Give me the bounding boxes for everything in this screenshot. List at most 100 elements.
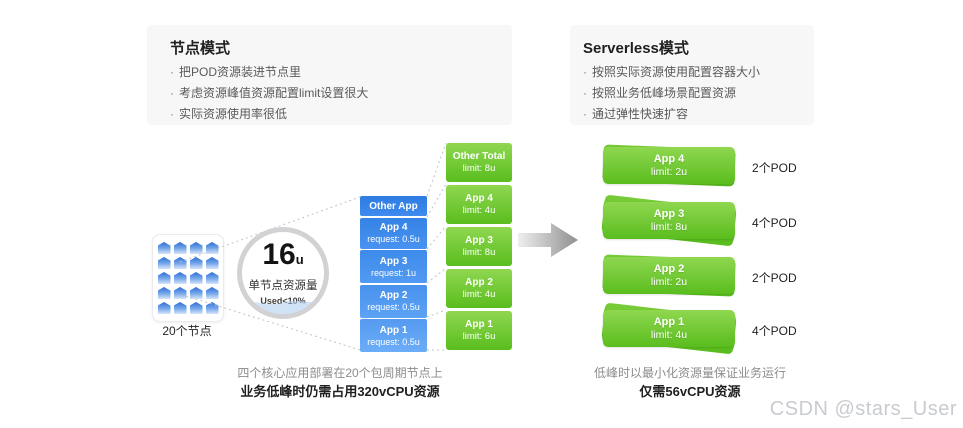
request-box: Other App (360, 196, 427, 216)
node-hexagon-icon (189, 302, 203, 314)
request-box-title: Other App (369, 200, 418, 212)
node-hexagon-icon (157, 242, 171, 254)
node-hexagon-icon (173, 242, 187, 254)
bullet-item: 考虑资源峰值资源配置limit设置很大 (170, 87, 512, 100)
bullet-item: 实际资源使用率很低 (170, 108, 512, 121)
serverless-caption-line2: 仅需56vCPU资源 (639, 384, 741, 399)
node-mode-bullet-list: 把POD资源装进节点里考虑资源峰值资源配置limit设置很大实际资源使用率很低 (170, 66, 512, 121)
node-resource-gauge: 16u 单节点资源量 Used<10% (237, 227, 329, 319)
request-box-subtitle: request: 0.5u (367, 336, 420, 347)
bullet-item: 通过弹性快速扩容 (583, 108, 814, 121)
node-hexagon-icon (173, 302, 187, 314)
limit-box-title: App 4 (465, 193, 493, 204)
limit-box-title: App 1 (465, 319, 493, 330)
gauge-number: 16 (262, 238, 296, 271)
pod-card-subtitle: limit: 2u (650, 166, 688, 178)
pod-card-title: App 4 (653, 153, 685, 165)
node-hexagon-icon (157, 287, 171, 299)
limit-box-subtitle: limit: 8u (462, 247, 496, 258)
request-box-subtitle: request: 1u (370, 267, 417, 278)
limit-box-subtitle: limit: 4u (462, 205, 496, 216)
node-count-label: 20个节点 (162, 324, 212, 338)
limit-box-title: Other Total (452, 151, 506, 162)
request-box-subtitle: request: 0.5u (367, 234, 420, 244)
serverless-mode-title: Serverless模式 (583, 40, 689, 57)
node-hexagon-icon (205, 287, 219, 299)
node-caption-line2: 业务低峰时仍需占用320vCPU资源 (240, 384, 440, 399)
pod-count-label: 2个POD (752, 271, 797, 285)
node-hexagon-icon (157, 302, 171, 314)
limit-box-title: App 3 (465, 235, 493, 246)
pod-card-title: App 3 (653, 208, 685, 220)
pod-card-title: App 2 (653, 263, 685, 275)
limit-box-title: App 2 (465, 277, 493, 288)
node-hexagon-icon (189, 257, 203, 269)
node-hexagon-icon (205, 242, 219, 254)
pod-card-subtitle: limit: 8u (650, 221, 688, 233)
node-hexagon-icon (189, 272, 203, 284)
limit-box-subtitle: limit: 6u (462, 331, 496, 342)
pod-count-label: 2个POD (752, 161, 797, 175)
serverless-caption-line1: 低峰时以最小化资源量保证业务运行 (593, 366, 786, 380)
gauge-value: 16u (242, 240, 324, 275)
water-wave-icon (242, 300, 324, 314)
limit-box-subtitle: limit: 4u (462, 289, 496, 300)
bullet-item: 按照业务低峰场景配置资源 (583, 87, 814, 100)
node-hexagon-icon (205, 257, 219, 269)
bullet-item: 按照实际资源使用配置容器大小 (583, 66, 814, 79)
request-box-title: App 1 (379, 324, 408, 336)
serverless-mode-panel: Serverless模式 按照实际资源使用配置容器大小按照业务低峰场景配置资源通… (570, 25, 814, 125)
request-box-title: App 3 (379, 255, 408, 267)
request-box-title: App 2 (379, 290, 408, 301)
node-hexagon-icon (157, 272, 171, 284)
pod-card-subtitle: limit: 4u (650, 329, 688, 341)
bullet-item: 把POD资源装进节点里 (170, 66, 512, 79)
node-caption-line1: 四个核心应用部署在20个包周期节点上 (237, 366, 443, 380)
watermark: CSDN @stars_User (769, 398, 957, 420)
pod-card-title: App 1 (653, 316, 685, 328)
gauge-usage: Used<10% (260, 296, 306, 306)
pod-card-subtitle: limit: 2u (650, 276, 688, 288)
transition-arrow-icon (518, 223, 578, 257)
gauge-unit: u (295, 252, 304, 267)
serverless-mode-caption: 低峰时以最小化资源量保证业务运行 仅需56vCPU资源 (540, 366, 840, 399)
pod-count-label: 4个POD (752, 324, 797, 338)
node-hexagon-icon (173, 272, 187, 284)
node-hexagon-icon (189, 242, 203, 254)
request-box-title: App 4 (379, 222, 408, 233)
pod-count-label: 4个POD (752, 216, 797, 230)
node-hexagon-grid (152, 234, 224, 322)
gauge-title: 单节点资源量 (248, 280, 318, 292)
node-hexagon-icon (173, 287, 187, 299)
node-hexagon-icon (173, 257, 187, 269)
node-hexagon-icon (157, 257, 171, 269)
request-box-subtitle: request: 0.5u (367, 302, 420, 312)
node-hexagon-icon (205, 272, 219, 284)
node-mode-title: 节点模式 (170, 40, 231, 57)
node-hexagon-icon (189, 287, 203, 299)
node-mode-caption: 四个核心应用部署在20个包周期节点上 业务低峰时仍需占用320vCPU资源 (190, 366, 490, 399)
serverless-mode-bullet-list: 按照实际资源使用配置容器大小按照业务低峰场景配置资源通过弹性快速扩容 (583, 66, 814, 121)
node-mode-panel: 节点模式 把POD资源装进节点里考虑资源峰值资源配置limit设置很大实际资源使… (147, 25, 512, 125)
